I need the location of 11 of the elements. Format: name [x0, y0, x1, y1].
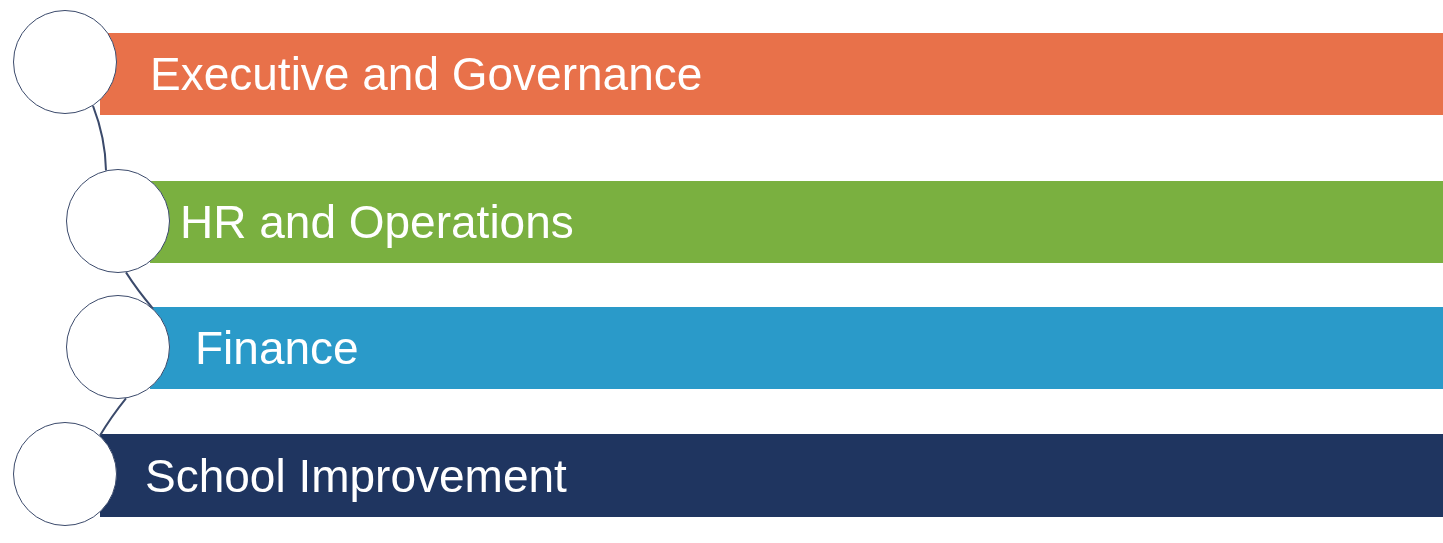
bar-label: Finance [195, 321, 359, 375]
list-bar [150, 181, 1443, 263]
list-bar [100, 434, 1443, 517]
list-bar [100, 33, 1443, 115]
bar-label: HR and Operations [180, 195, 574, 249]
connector-line [92, 104, 107, 172]
bar-label: School Improvement [145, 448, 567, 503]
bar-label: Executive and Governance [150, 47, 703, 101]
connector-line [99, 397, 127, 437]
list-bar [150, 307, 1443, 389]
connector-line [125, 271, 154, 310]
